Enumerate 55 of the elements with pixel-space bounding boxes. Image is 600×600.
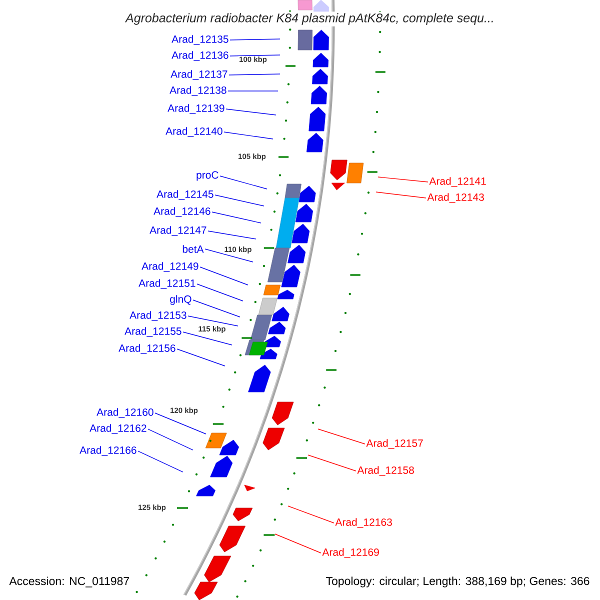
gene-label: Arad_12140 (166, 127, 222, 137)
leader-line (214, 194, 264, 206)
gene-label: Arad_12158 (357, 466, 414, 476)
gene-label: Arad_12169 (322, 548, 379, 558)
gene-label: Arad_12157 (366, 439, 423, 449)
leader-line (226, 108, 276, 116)
leader-line (200, 266, 248, 286)
gene-label: Arad_12162 (90, 424, 146, 434)
gene-label: Arad_12149 (142, 262, 198, 272)
gene-label: Arad_12143 (427, 193, 484, 203)
leader-line (148, 428, 194, 450)
leader-line (208, 230, 256, 240)
leader-line (228, 90, 278, 92)
gene-label: Arad_12147 (150, 226, 206, 236)
gene-label: Arad_12155 (124, 327, 182, 337)
gene-label: Arad_12151 (138, 279, 196, 289)
leader-line (138, 450, 184, 472)
leader-line (212, 212, 262, 224)
gene-label: Arad_12153 (130, 311, 186, 321)
leader-line (204, 248, 254, 262)
accession-text: Accession: NC_011987 (9, 576, 129, 588)
title: Agrobacterium radiobacter K84 plasmid pAtK84c, complete sequ... (124, 12, 496, 26)
leader-line (196, 284, 244, 302)
gene-label: Arad_12135 (172, 35, 228, 45)
summary-text: Topology: circular; Length: 388,169 bp; Genes: 366 (326, 576, 590, 588)
gene-label: glnQ (170, 295, 192, 305)
gene-label: Arad_12166 (80, 446, 136, 456)
leader-line (220, 176, 268, 190)
leader-line (230, 38, 280, 40)
gene-label: Arad_12156 (118, 344, 176, 354)
leader-line (274, 534, 322, 554)
leader-line (318, 428, 366, 444)
leader-line (230, 54, 280, 56)
leader-line (288, 506, 334, 524)
leader-line (192, 300, 240, 318)
gene-label: Arad_12137 (170, 70, 228, 80)
leader-line (228, 74, 280, 76)
gene-label: Arad_12141 (429, 177, 486, 187)
leader-line (308, 454, 356, 472)
gene-label: Arad_12145 (156, 190, 214, 200)
leader-line (182, 332, 232, 346)
leader-line (188, 316, 238, 326)
gene-label: Arad_12139 (168, 104, 224, 114)
gene-label: proC (196, 171, 218, 181)
leader-line (176, 348, 226, 366)
leader-line (376, 192, 426, 198)
gene-label: Arad_12138 (170, 86, 226, 96)
leader-line (224, 132, 274, 140)
leader-line (154, 412, 206, 434)
leader-line (378, 176, 428, 182)
gene-label: Arad_12146 (154, 207, 210, 217)
gene-label: Arad_12160 (96, 408, 154, 418)
gene-label: Arad_12136 (172, 51, 228, 61)
gene-label: Arad_12163 (335, 518, 392, 528)
gene-label: betA (182, 245, 204, 253)
